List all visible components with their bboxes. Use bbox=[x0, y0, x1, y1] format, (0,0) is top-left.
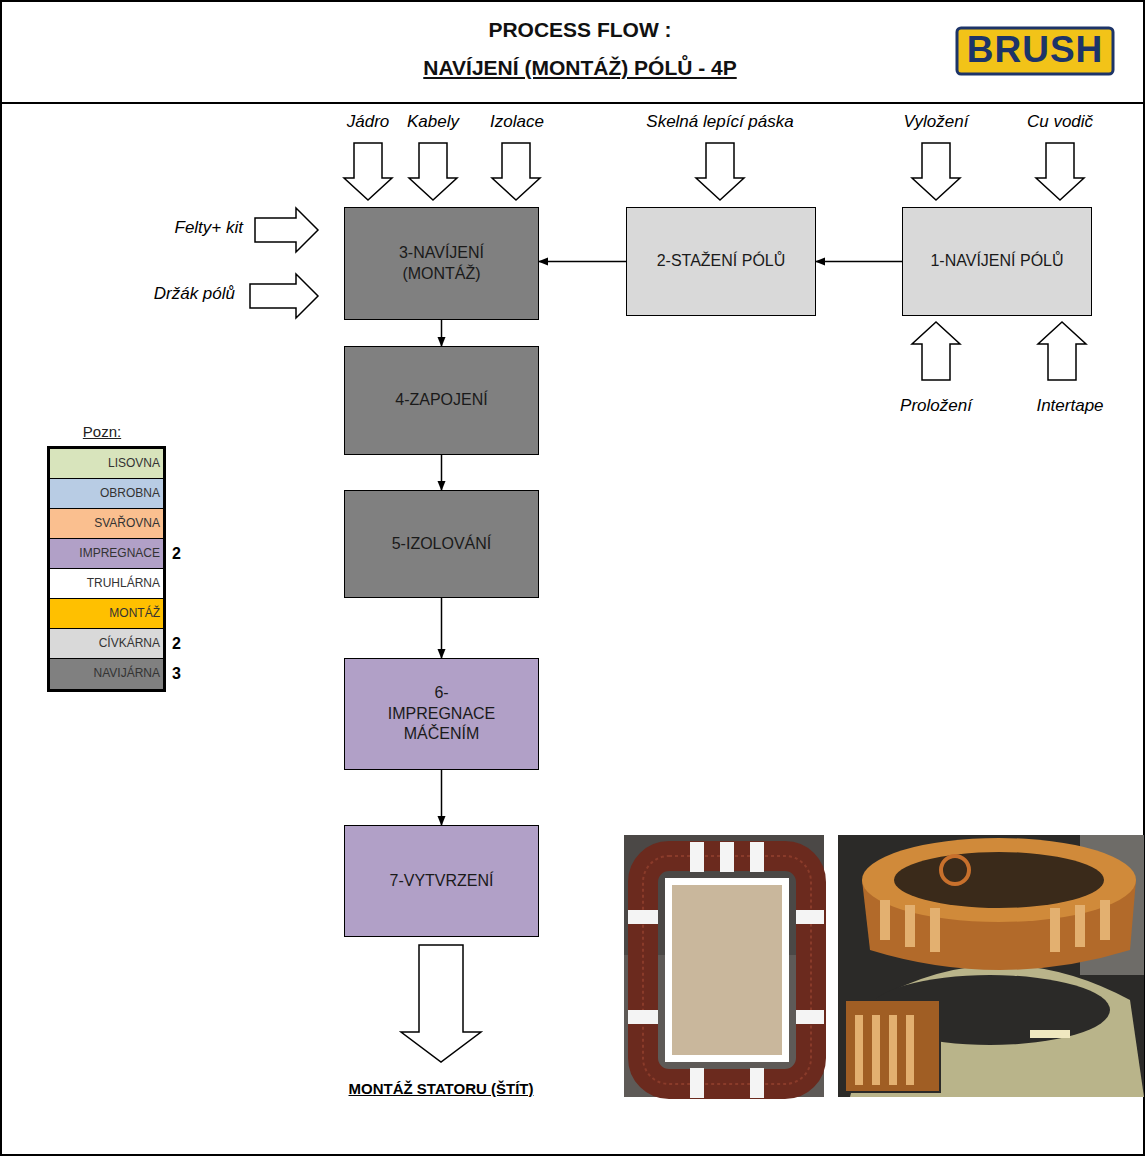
legend-text: IMPREGNACE bbox=[79, 546, 160, 560]
legend-swatch: TRUHLÁRNA bbox=[50, 569, 163, 599]
process-label: 5-IZOLOVÁNÍ bbox=[392, 534, 492, 555]
legend-text: SVAŘOVNA bbox=[94, 516, 160, 530]
input-label-text: Skelná lepící páska bbox=[646, 112, 793, 131]
count-number: 2 bbox=[172, 635, 181, 653]
input-label: Proložení bbox=[900, 396, 972, 416]
count-number-text: 2 bbox=[172, 635, 181, 652]
process-box: 5-IZOLOVÁNÍ bbox=[344, 490, 539, 598]
output-label-text: MONTÁŽ STATORU (ŠTÍT) bbox=[349, 1080, 534, 1097]
legend-swatch: NAVIJÁRNA bbox=[50, 659, 163, 689]
input-label: Vyložení bbox=[904, 112, 969, 132]
count-number: 3 bbox=[172, 665, 181, 683]
legend-text: LISOVNA bbox=[108, 456, 160, 470]
process-label: 7-VYTVRZENÍ bbox=[389, 871, 493, 892]
count-number: 2 bbox=[172, 545, 181, 563]
input-label: Jádro bbox=[347, 112, 390, 132]
input-label: Držák pólů bbox=[154, 284, 235, 304]
header-rule bbox=[0, 102, 1145, 104]
stator-photo bbox=[838, 835, 1144, 1097]
legend-text: OBROBNA bbox=[100, 486, 160, 500]
process-label: 1-NAVÍJENÍ PÓLŮ bbox=[930, 251, 1063, 272]
legend-heading: Pozn: bbox=[83, 423, 121, 440]
flow-arrow bbox=[441, 320, 443, 346]
count-number-text: 3 bbox=[172, 665, 181, 682]
legend-text: CÍVKÁRNA bbox=[99, 636, 160, 650]
input-label: Izolace bbox=[490, 112, 544, 132]
process-box: 6-IMPREGNACE MÁČENÍM bbox=[344, 658, 539, 770]
legend-swatch: OBROBNA bbox=[50, 479, 163, 509]
process-box: 4-ZAPOJENÍ bbox=[344, 346, 539, 455]
input-label: Cu vodič bbox=[1027, 112, 1093, 132]
input-label-text: Izolace bbox=[490, 112, 544, 131]
count-number-text: 2 bbox=[172, 545, 181, 562]
input-label-text: Jádro bbox=[347, 112, 390, 131]
legend-heading-text: Pozn: bbox=[83, 423, 121, 440]
process-label: 2-STAŽENÍ PÓLŮ bbox=[657, 251, 786, 272]
input-label-text: Držák pólů bbox=[154, 284, 235, 303]
logo-text: BRUSH bbox=[967, 29, 1104, 71]
flow-arrow bbox=[441, 455, 443, 490]
legend-text: NAVIJÁRNA bbox=[94, 666, 160, 680]
subtitle-text: NAVÍJENÍ (MONTÁŽ) PÓLŮ - 4P bbox=[423, 56, 736, 79]
legend-swatch: LISOVNA bbox=[50, 449, 163, 479]
process-box: 1-NAVÍJENÍ PÓLŮ bbox=[902, 207, 1092, 316]
flow-arrow bbox=[441, 770, 443, 825]
flow-arrow bbox=[441, 598, 443, 658]
logo-text-text: BRUSH bbox=[967, 29, 1104, 70]
process-box: 2-STAŽENÍ PÓLŮ bbox=[626, 207, 816, 316]
flow-arrow bbox=[816, 261, 902, 263]
input-label-text: Vyložení bbox=[904, 112, 969, 131]
process-label: 6-IMPREGNACE MÁČENÍM bbox=[381, 683, 502, 745]
legend-swatch: CÍVKÁRNA bbox=[50, 629, 163, 659]
legend-text: TRUHLÁRNA bbox=[87, 576, 160, 590]
title: PROCESS FLOW : bbox=[488, 18, 671, 42]
legend-table: LISOVNA OBROBNA SVAŘOVNA IMPREGNACE TRUHLÁRN… bbox=[47, 446, 166, 692]
subtitle: NAVÍJENÍ (MONTÁŽ) PÓLŮ - 4P bbox=[423, 56, 736, 80]
legend-swatch: SVAŘOVNA bbox=[50, 509, 163, 539]
input-label: Skelná lepící páska bbox=[646, 112, 793, 132]
flow-arrow bbox=[539, 261, 626, 263]
input-label: Kabely bbox=[407, 112, 459, 132]
output-label: MONTÁŽ STATORU (ŠTÍT) bbox=[349, 1080, 534, 1097]
input-label: Intertape bbox=[1036, 396, 1103, 416]
process-label: 3-NAVÍJENÍ (MONTÁŽ) bbox=[383, 243, 500, 285]
input-label-text: Cu vodič bbox=[1027, 112, 1093, 131]
legend-swatch: IMPREGNACE bbox=[50, 539, 163, 569]
legend-swatch: MONTÁŽ bbox=[50, 599, 163, 629]
input-label-text: Felty+ kit bbox=[175, 218, 244, 237]
input-label-text: Intertape bbox=[1036, 396, 1103, 415]
process-label: 4-ZAPOJENÍ bbox=[395, 390, 487, 411]
input-label-text: Proložení bbox=[900, 396, 972, 415]
legend-text: MONTÁŽ bbox=[109, 606, 160, 620]
coil-photo bbox=[624, 835, 824, 1098]
process-box: 3-NAVÍJENÍ (MONTÁŽ) bbox=[344, 207, 539, 320]
input-label-text: Kabely bbox=[407, 112, 459, 131]
title-text: PROCESS FLOW : bbox=[488, 18, 671, 41]
logo-badge bbox=[957, 28, 1113, 74]
input-label: Felty+ kit bbox=[175, 218, 244, 238]
process-box: 7-VYTVRZENÍ bbox=[344, 825, 539, 937]
